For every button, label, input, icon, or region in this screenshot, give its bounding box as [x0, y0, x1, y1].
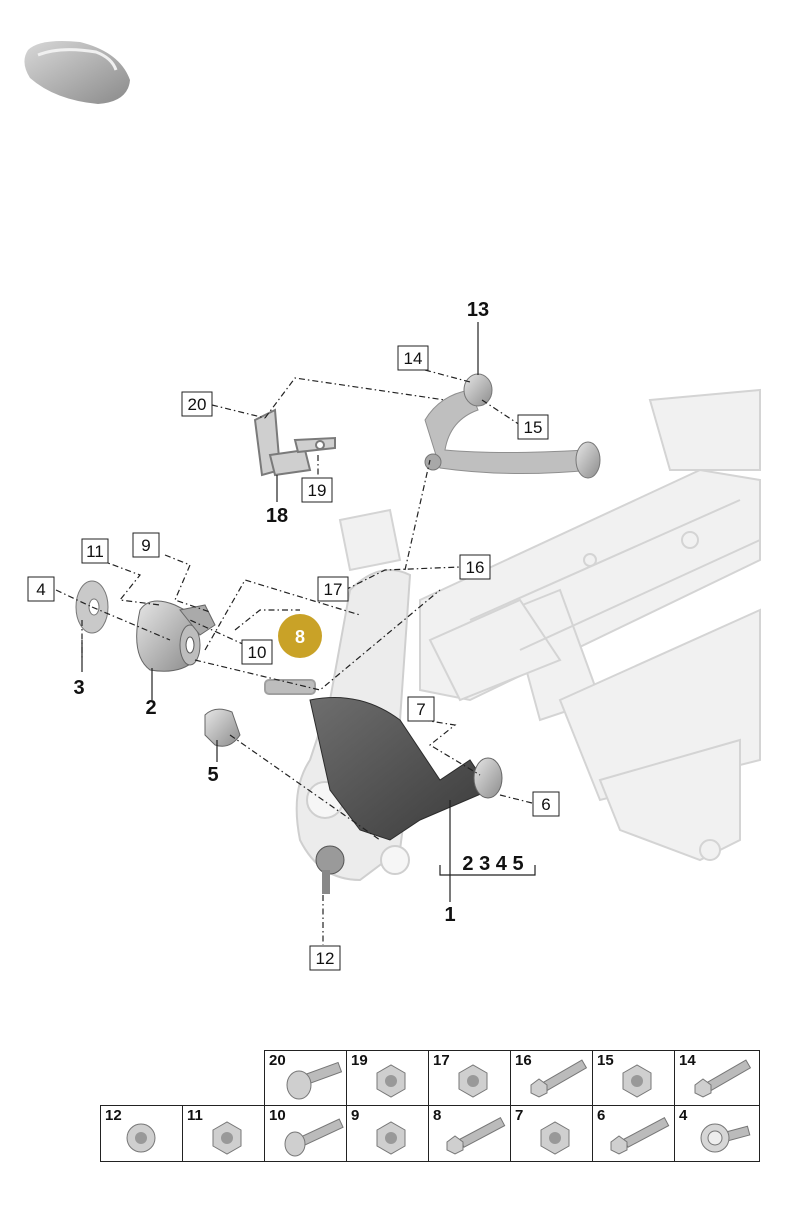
- callout-19[interactable]: 19: [301, 477, 333, 503]
- callout-9[interactable]: 9: [132, 532, 160, 558]
- leader-lines: [55, 322, 541, 945]
- callout-7[interactable]: 7: [407, 696, 435, 722]
- callout-4[interactable]: 4: [27, 576, 55, 602]
- parts-cell-9[interactable]: 9: [346, 1105, 429, 1162]
- part-number: 17: [433, 1052, 450, 1069]
- bolt-icon: [284, 1118, 344, 1157]
- svg-text:10: 10: [248, 643, 267, 662]
- part-number: 4: [679, 1107, 688, 1124]
- bolt-icon: [446, 1116, 506, 1155]
- hydro-bushing: [136, 600, 216, 672]
- bolt-icon: [286, 1061, 343, 1100]
- label-2[interactable]: 2: [145, 697, 156, 719]
- svg-text:11: 11: [86, 542, 104, 561]
- svg-text:16: 16: [466, 558, 485, 577]
- svg-text:17: 17: [324, 580, 343, 599]
- lower-control-arm: [309, 697, 503, 894]
- car-silhouette-icon: [24, 41, 131, 104]
- parts-cell-17[interactable]: 17: [428, 1050, 511, 1106]
- parts-cell-12[interactable]: 12: [100, 1105, 183, 1162]
- nut-icon: [540, 1121, 570, 1155]
- label-18[interactable]: 18: [266, 505, 288, 527]
- callout-6[interactable]: 6: [532, 791, 560, 817]
- part-number: 7: [515, 1107, 524, 1124]
- callout-14[interactable]: 14: [397, 345, 429, 371]
- label-5[interactable]: 5: [207, 764, 218, 786]
- part-number: 6: [597, 1107, 606, 1124]
- label-3[interactable]: 3: [73, 677, 84, 699]
- svg-text:8: 8: [295, 627, 305, 647]
- parts-cell-14[interactable]: 14: [674, 1050, 760, 1106]
- nut-icon: [376, 1064, 406, 1098]
- parts-cell-4[interactable]: 4: [674, 1105, 760, 1162]
- bolt-icon: [610, 1116, 670, 1155]
- nut-icon: [376, 1121, 406, 1155]
- part-number: 10: [269, 1107, 286, 1124]
- part-number: 12: [105, 1107, 122, 1124]
- svg-text:9: 9: [141, 536, 150, 555]
- svg-text:20: 20: [188, 395, 207, 414]
- nut-icon: [126, 1123, 156, 1153]
- parts-cell-19[interactable]: 19: [346, 1050, 429, 1106]
- parts-cell-10[interactable]: 10: [264, 1105, 347, 1162]
- svg-text:4: 4: [36, 580, 45, 599]
- part-number: 8: [433, 1107, 442, 1124]
- callout-20[interactable]: 20: [181, 391, 213, 417]
- parts-cell-16[interactable]: 16: [510, 1050, 593, 1106]
- svg-text:14: 14: [404, 349, 423, 368]
- parts-cell-11[interactable]: 11: [182, 1105, 265, 1162]
- parts-cell-6[interactable]: 6: [592, 1105, 675, 1162]
- label-1[interactable]: 1: [444, 904, 455, 926]
- parts-cell-8[interactable]: 8: [428, 1105, 511, 1162]
- callout-16[interactable]: 16: [459, 554, 491, 580]
- svg-text:15: 15: [524, 418, 543, 437]
- part-number: 19: [351, 1052, 368, 1069]
- part-number: 9: [351, 1107, 360, 1124]
- sensor-bracket: [253, 408, 336, 477]
- fastener-parts-table: 20 19 17 16 15 14 12 11 10 9 8: [100, 1050, 760, 1162]
- callout-8-highlight[interactable]: 8: [278, 614, 322, 658]
- callout-12[interactable]: 12: [309, 945, 341, 971]
- bolt-icon: [694, 1059, 752, 1098]
- nut-icon: [622, 1064, 652, 1098]
- svg-text:19: 19: [308, 481, 327, 500]
- nut-icon: [458, 1064, 488, 1098]
- parts-cell-20[interactable]: 20: [264, 1050, 347, 1106]
- part-number: 20: [269, 1052, 286, 1069]
- label-13[interactable]: 13: [467, 299, 489, 321]
- part-number: 16: [515, 1052, 532, 1069]
- parts-cell-7[interactable]: 7: [510, 1105, 593, 1162]
- subframe-background: [338, 388, 761, 862]
- parts-cell-15[interactable]: 15: [592, 1050, 675, 1106]
- upper-control-arm: [424, 373, 601, 479]
- bolt-icon: [530, 1059, 588, 1098]
- part-number: 11: [187, 1107, 203, 1124]
- nut-icon: [212, 1121, 242, 1155]
- part-number: 14: [679, 1052, 696, 1069]
- bolt-icon: [700, 1123, 751, 1153]
- callout-11[interactable]: 11: [81, 538, 109, 564]
- svg-text:12: 12: [316, 949, 335, 968]
- callout-17[interactable]: 17: [317, 576, 349, 602]
- rubber-bushing: [204, 708, 241, 747]
- callout-15[interactable]: 15: [517, 414, 549, 440]
- label-2345: 2 3 4 5: [462, 853, 523, 875]
- svg-text:7: 7: [416, 700, 425, 719]
- callout-10[interactable]: 10: [241, 639, 273, 665]
- svg-text:6: 6: [541, 795, 550, 814]
- part-number: 15: [597, 1052, 614, 1069]
